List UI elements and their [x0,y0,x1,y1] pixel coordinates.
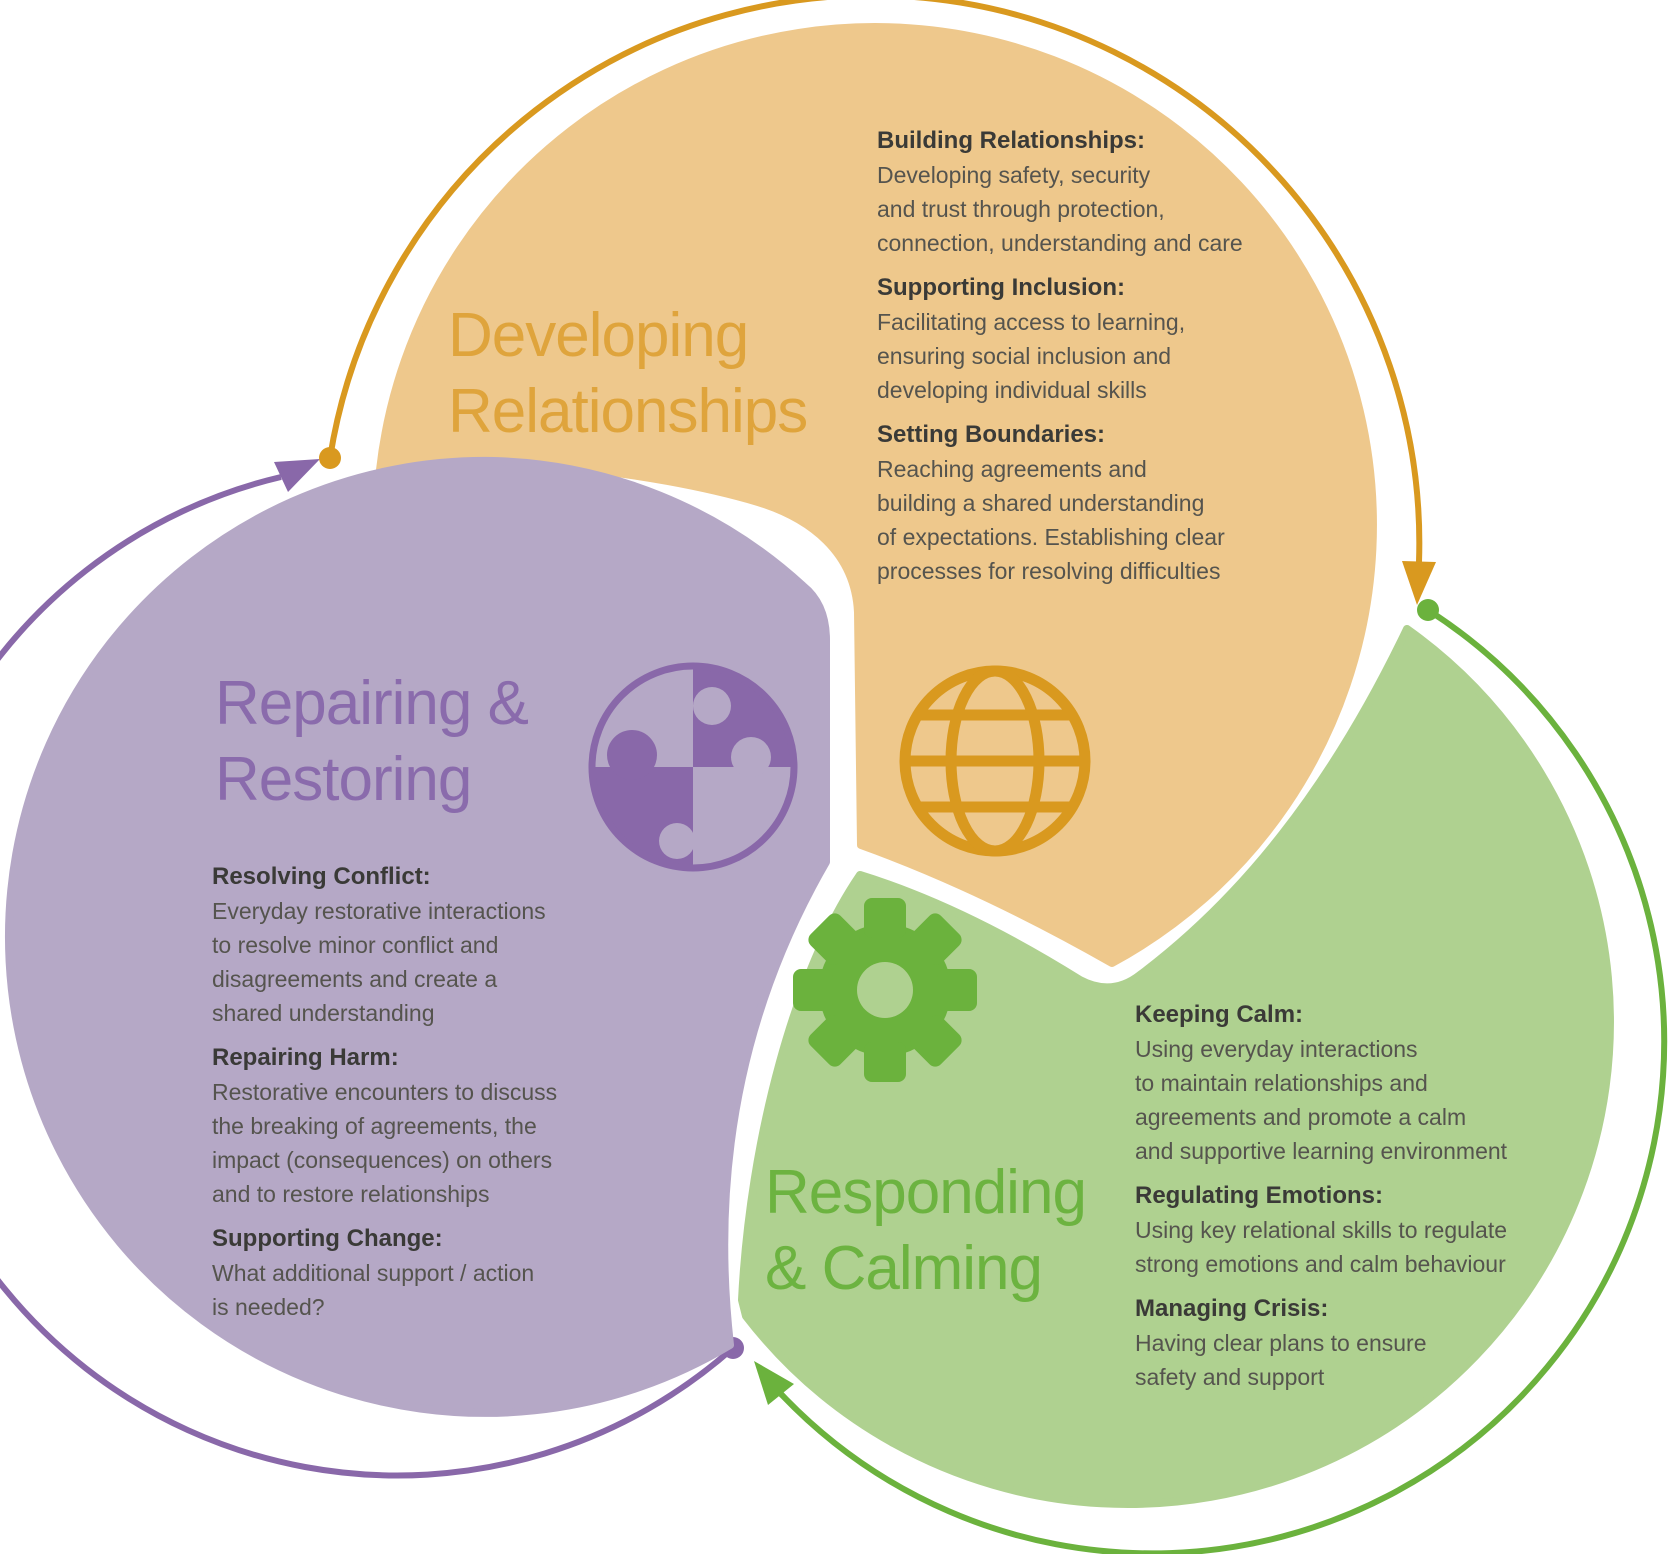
section-line: the breaking of agreements, the [212,1113,537,1139]
cycle-arrow-purple [0,474,735,1479]
section-setting-boundaries: Setting Boundaries: Reaching agreements … [877,418,1243,588]
section-heading: Keeping Calm: [1135,1001,1304,1028]
section-line: processes for resolving difficulties [877,558,1221,584]
section-line: agreements and promote a calm [1135,1104,1467,1130]
section-repairing-harm: Repairing Harm: Restorative encounters t… [212,1041,557,1211]
developing-relationships-segment [376,23,1377,967]
section-building-relationships: Building Relationships: Developing safet… [877,124,1243,260]
responding-calming-title: Responding & Calming [765,1155,1087,1307]
section-heading: Supporting Inclusion: [877,274,1125,301]
title-line: Responding [765,1158,1087,1227]
title-line: Restoring [215,745,472,814]
arrowhead-orange-icon [1402,561,1436,605]
section-regulating-emotions: Regulating Emotions: Using key relationa… [1135,1179,1507,1281]
section-supporting-inclusion: Supporting Inclusion: Facilitating acces… [877,271,1243,407]
arrowhead-purple-icon [274,459,320,492]
title-line: Developing [448,301,749,370]
section-line: and supportive learning environment [1135,1138,1508,1164]
section-supporting-change: Supporting Change: What additional suppo… [212,1222,557,1324]
repairing-restoring-title: Repairing & Restoring [215,666,529,818]
section-line: Facilitating access to learning, [877,309,1186,335]
section-line: disagreements and create a [212,966,498,992]
cycle-arrow-orange [327,0,1423,563]
section-line: is needed? [212,1294,325,1320]
globe-icon [899,665,1091,857]
section-heading: Building Relationships: [877,127,1145,154]
section-managing-crisis: Managing Crisis: Having clear plans to e… [1135,1292,1507,1394]
section-heading: Repairing Harm: [212,1044,399,1071]
puzzle-icon [588,662,798,872]
section-line: strong emotions and calm behaviour [1135,1251,1506,1277]
section-heading: Setting Boundaries: [877,421,1106,448]
section-line: Using everyday interactions [1135,1036,1418,1062]
section-line: Developing safety, security [877,162,1151,188]
section-line: of expectations. Establishing clear [877,524,1225,550]
section-resolving-conflict: Resolving Conflict: Everyday restorative… [212,860,557,1030]
section-line: shared understanding [212,1000,435,1026]
section-line: safety and support [1135,1364,1325,1390]
section-keeping-calm: Keeping Calm: Using everyday interaction… [1135,998,1507,1168]
section-heading: Resolving Conflict: [212,863,431,890]
section-heading: Regulating Emotions: [1135,1182,1383,1209]
section-line: What additional support / action [212,1260,535,1286]
section-line: Everyday restorative interactions [212,898,546,924]
section-line: connection, understanding and care [877,230,1243,256]
responding-calming-segment [738,625,1614,1509]
section-heading: Managing Crisis: [1135,1295,1329,1322]
section-line: building a shared understanding [877,490,1205,516]
title-line: Repairing & [215,669,529,738]
section-line: Using key relational skills to regulate [1135,1217,1508,1243]
section-line: Having clear plans to ensure [1135,1330,1427,1356]
section-line: developing individual skills [877,377,1147,403]
responding-calming-textblock: Keeping Calm: Using everyday interaction… [1135,998,1507,1394]
section-line: and trust through protection, [877,196,1165,222]
section-line: to resolve minor conflict and [212,932,499,958]
node-dot-green [1417,599,1439,621]
section-line: ensuring social inclusion and [877,343,1172,369]
section-line: impact (consequences) on others [212,1147,553,1173]
section-line: Reaching agreements and [877,456,1147,482]
section-line: to maintain relationships and [1135,1070,1428,1096]
cycle-arrow-green [778,607,1668,1554]
node-dot-orange [319,447,341,469]
title-line: Relationships [448,377,808,446]
section-line: Restorative encounters to discuss [212,1079,558,1105]
developing-relationships-textblock: Building Relationships: Developing safet… [877,124,1243,588]
section-line: and to restore relationships [212,1181,490,1207]
developing-relationships-title: Developing Relationships [448,298,808,450]
gear-icon [793,898,977,1082]
title-line: & Calming [765,1234,1043,1303]
repairing-restoring-textblock: Resolving Conflict: Everyday restorative… [212,860,557,1324]
arrowhead-green-icon [754,1361,794,1405]
section-heading: Supporting Change: [212,1225,443,1252]
